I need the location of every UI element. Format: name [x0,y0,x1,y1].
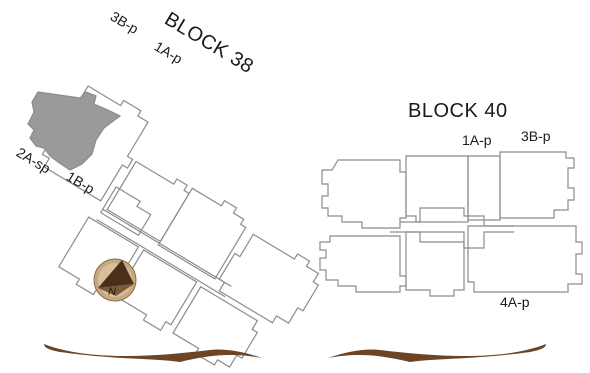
block-40-unit-3b [499,151,575,219]
decorative-swoosh-right [328,344,546,362]
block-38-corridor [96,208,232,298]
block-40-unit-4a [467,225,583,293]
decorative-swoosh-left [44,344,262,362]
block-38-unit-right [218,233,320,324]
compass-label: N [108,286,116,298]
block-40-label-1a: 1A-p [462,132,492,148]
block-38-unit-1a [157,187,247,280]
block-40-title: BLOCK 40 [408,100,508,122]
block-40-unit-1a-right [467,155,501,221]
block-40-label-3b: 3B-p [521,128,551,144]
block-40-unit-1a [405,155,469,223]
block-40-unit-top-left [321,159,407,229]
block-40-unit-bottom-mid [405,231,465,297]
block-38-unit-2a-highlighted [27,91,122,171]
block-40-outline [319,151,583,297]
block-40-corridor [390,207,514,249]
block-38-unit-1a-upper [106,160,191,243]
block-38-unit-bottom-mid [114,249,198,332]
block-38-unit-bottom-right [172,285,259,368]
block-40-label-4a: 4A-p [500,294,530,310]
block-40-unit-bottom-left [319,235,407,293]
north-compass-icon: N [93,258,137,302]
block-38-unit-core [99,186,152,237]
